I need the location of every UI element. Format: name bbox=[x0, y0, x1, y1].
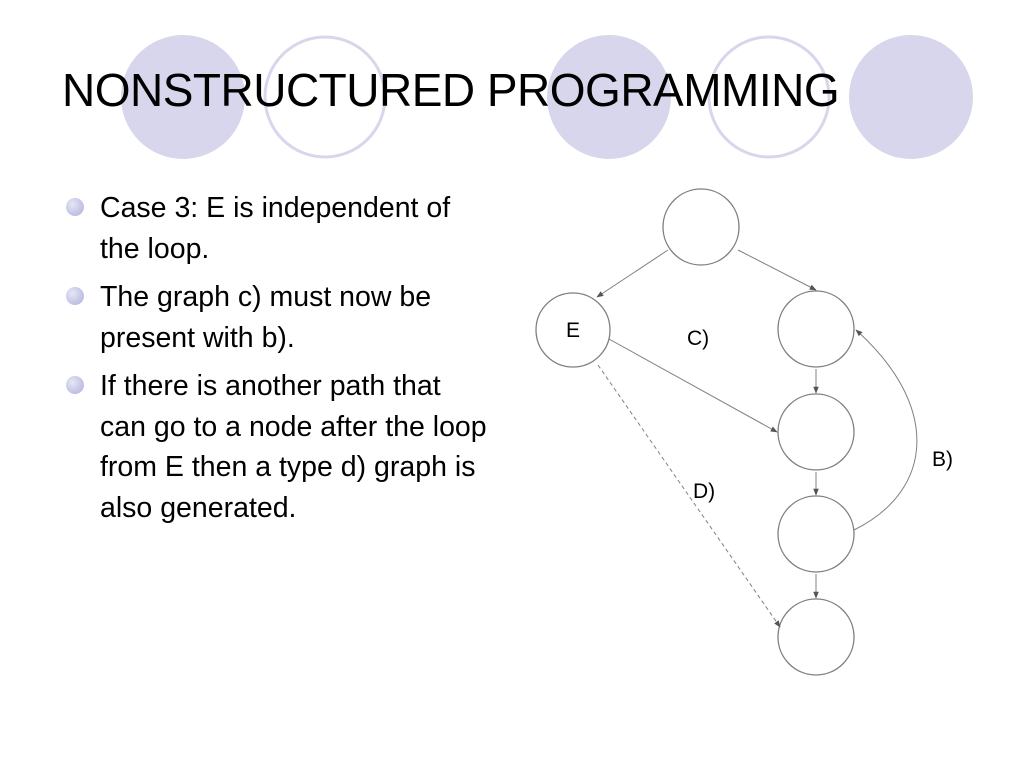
graph-node-loop-end bbox=[777, 495, 855, 573]
bullet-dot-icon bbox=[66, 198, 84, 216]
graph-edge-top-to-loop bbox=[737, 249, 817, 291]
bullet-item: Case 3: E is independent of the loop. bbox=[64, 188, 494, 269]
deco-circle-filled bbox=[121, 35, 245, 159]
bullet-item: The graph c) must now be present with b)… bbox=[64, 277, 494, 358]
graph-edge-top-to-e bbox=[596, 249, 669, 298]
deco-circle-filled bbox=[849, 35, 973, 159]
bullet-text: Case 3: E is independent of the loop. bbox=[100, 192, 451, 265]
node-label-e: E bbox=[566, 319, 580, 342]
graph-node-loop-head bbox=[777, 290, 855, 368]
graph-node-exit bbox=[777, 598, 855, 676]
graph-node-top bbox=[662, 188, 740, 266]
deco-circle-filled bbox=[547, 35, 671, 159]
edge-label-b: B) bbox=[932, 448, 953, 471]
graph-node-e bbox=[535, 292, 611, 368]
edge-label-d: D) bbox=[693, 480, 715, 503]
slide-title: NONSTRUCTURED PROGRAMMING bbox=[62, 64, 840, 116]
bullet-dot-icon bbox=[66, 287, 84, 305]
graph-edge-d-dashed bbox=[597, 364, 781, 628]
graph-edge-c bbox=[608, 338, 778, 433]
bullet-text: If there is another path that can go to … bbox=[100, 370, 487, 524]
deco-circle-outline bbox=[263, 35, 387, 159]
deco-circle-outline bbox=[707, 35, 831, 159]
graph-edge-b-backedge bbox=[853, 329, 918, 531]
bullet-list: Case 3: E is independent of the loop. Th… bbox=[64, 188, 494, 536]
bullet-text: The graph c) must now be present with b)… bbox=[100, 281, 432, 354]
bullet-item: If there is another path that can go to … bbox=[64, 366, 494, 528]
edge-label-c: C) bbox=[687, 327, 709, 350]
bullet-dot-icon bbox=[66, 376, 84, 394]
graph-node-loop-body bbox=[777, 393, 855, 471]
